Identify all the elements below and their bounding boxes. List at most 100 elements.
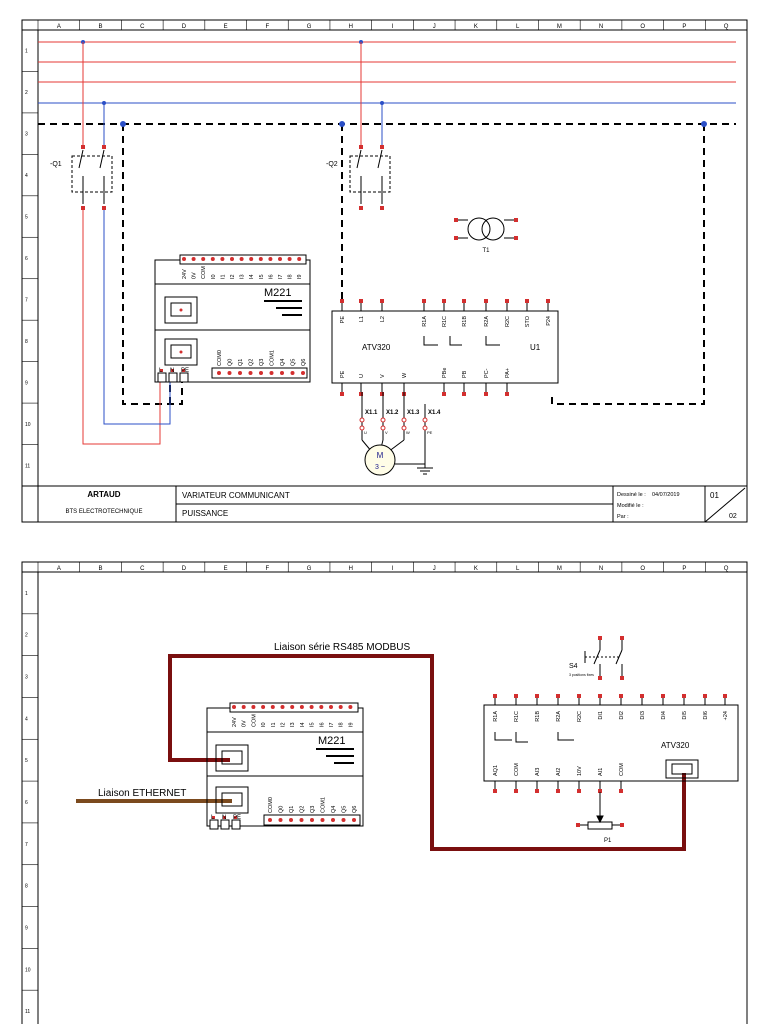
column-label: Q: [724, 24, 729, 30]
terminal-label: Q3: [310, 806, 316, 813]
terminal-dot: [249, 257, 254, 261]
plc-model: M221: [264, 287, 292, 299]
by-label: Par :: [617, 514, 629, 520]
power-label: PE: [233, 815, 241, 821]
drawing-title: VARIATEUR COMMUNICANT: [182, 491, 290, 500]
power-terminal: [157, 372, 167, 383]
column-label: F: [266, 566, 270, 572]
terminal-dot: [598, 789, 602, 793]
terminal-label: R1B: [462, 316, 468, 327]
terminal-dot: [234, 816, 237, 819]
s4-sub: 3 positions fixes: [569, 673, 594, 677]
terminal-label: Q5: [291, 359, 297, 366]
terminal-dot: [514, 694, 518, 698]
power-terminal: [220, 819, 230, 830]
q1-label: -Q1: [50, 161, 62, 168]
terminal-dot: [359, 392, 363, 396]
terminal-dot: [556, 694, 560, 698]
column-label: M: [557, 566, 562, 572]
phase-buses: [38, 41, 736, 104]
terminal-dot: [422, 299, 426, 303]
terminal-label: COM: [251, 714, 257, 727]
terminal-label: L2: [380, 316, 386, 322]
terminal-label: I1: [220, 274, 226, 279]
terminal-dot: [723, 694, 727, 698]
terminal-label: Q0: [279, 806, 285, 813]
connector-label: X1.2: [386, 410, 399, 416]
column-label: D: [182, 566, 187, 572]
row-label: 3: [25, 132, 28, 138]
terminal-dot: [703, 694, 707, 698]
column-label: L: [516, 24, 520, 30]
connector-pin: [401, 425, 407, 431]
terminal-dot: [268, 818, 272, 822]
row-label: 11: [25, 1009, 30, 1015]
terminal-dot: [269, 371, 274, 375]
column-label: C: [140, 566, 145, 572]
connector-sub: V: [385, 430, 388, 435]
terminal-dot: [380, 299, 384, 303]
terminal-dot: [191, 257, 196, 261]
page-total: 02: [729, 513, 737, 520]
power-label: N: [170, 368, 174, 374]
terminal-label: COM: [514, 763, 520, 776]
column-label: O: [640, 566, 645, 572]
terminal-label: Q2: [300, 806, 306, 813]
terminal-dot: [201, 257, 206, 261]
selector-s4: [584, 636, 624, 680]
terminal-dot: [268, 257, 273, 261]
row-label: 10: [25, 967, 31, 973]
terminal-dot: [484, 299, 488, 303]
terminal-label: 24V: [182, 269, 188, 279]
terminal-dot: [217, 371, 221, 375]
bus-junctions: [81, 40, 707, 127]
terminal-label: PA+: [505, 368, 511, 378]
terminal-label: P24: [546, 316, 552, 326]
terminal-label: Q4: [280, 359, 286, 366]
terminal-label: I2: [230, 274, 236, 279]
terminal-dot: [299, 705, 304, 709]
terminal-dot: [577, 694, 581, 698]
column-label: I: [392, 24, 394, 30]
motor-symbol: M 3 ~: [364, 444, 396, 476]
terminal-label: AI2: [556, 768, 562, 776]
motor-line1: M: [377, 451, 384, 460]
terminal-dot: [227, 371, 232, 375]
connector-pin: [422, 425, 428, 431]
column-label: H: [349, 24, 353, 30]
terminal-label: R1C: [514, 711, 520, 722]
row-label: 10: [25, 422, 31, 428]
connector-label: X1.4: [428, 410, 441, 416]
terminal-label: R2C: [577, 711, 583, 722]
terminal-label: 0V: [192, 272, 198, 279]
row-label: 8: [25, 339, 28, 345]
terminal-dot: [341, 818, 346, 822]
column-label: B: [99, 24, 103, 30]
power-terminal: [179, 372, 189, 383]
ethernet-port-icon: [164, 296, 198, 324]
terminal-label: L1: [359, 316, 365, 322]
page-number: 01: [710, 491, 719, 500]
connector-label: X1.3: [407, 410, 420, 416]
terminal-dot: [493, 694, 497, 698]
terminal-label: Q6: [352, 806, 358, 813]
column-label: E: [224, 566, 228, 572]
s4-label: S4: [569, 663, 578, 670]
ethernet-port-icon: [215, 786, 249, 814]
column-label: C: [140, 24, 145, 30]
column-label: K: [474, 566, 478, 572]
terminal-dot: [340, 392, 344, 396]
terminal-label: I4: [300, 722, 306, 727]
breaker-q1: -Q1: [50, 42, 113, 210]
wire-q1-phase: [82, 210, 161, 445]
terminal-dot: [297, 257, 302, 261]
terminal-dot: [320, 818, 325, 822]
sheet2-frame: [21, 561, 748, 1024]
terminal-label: I9: [348, 722, 354, 727]
terminal-dot: [640, 694, 644, 698]
